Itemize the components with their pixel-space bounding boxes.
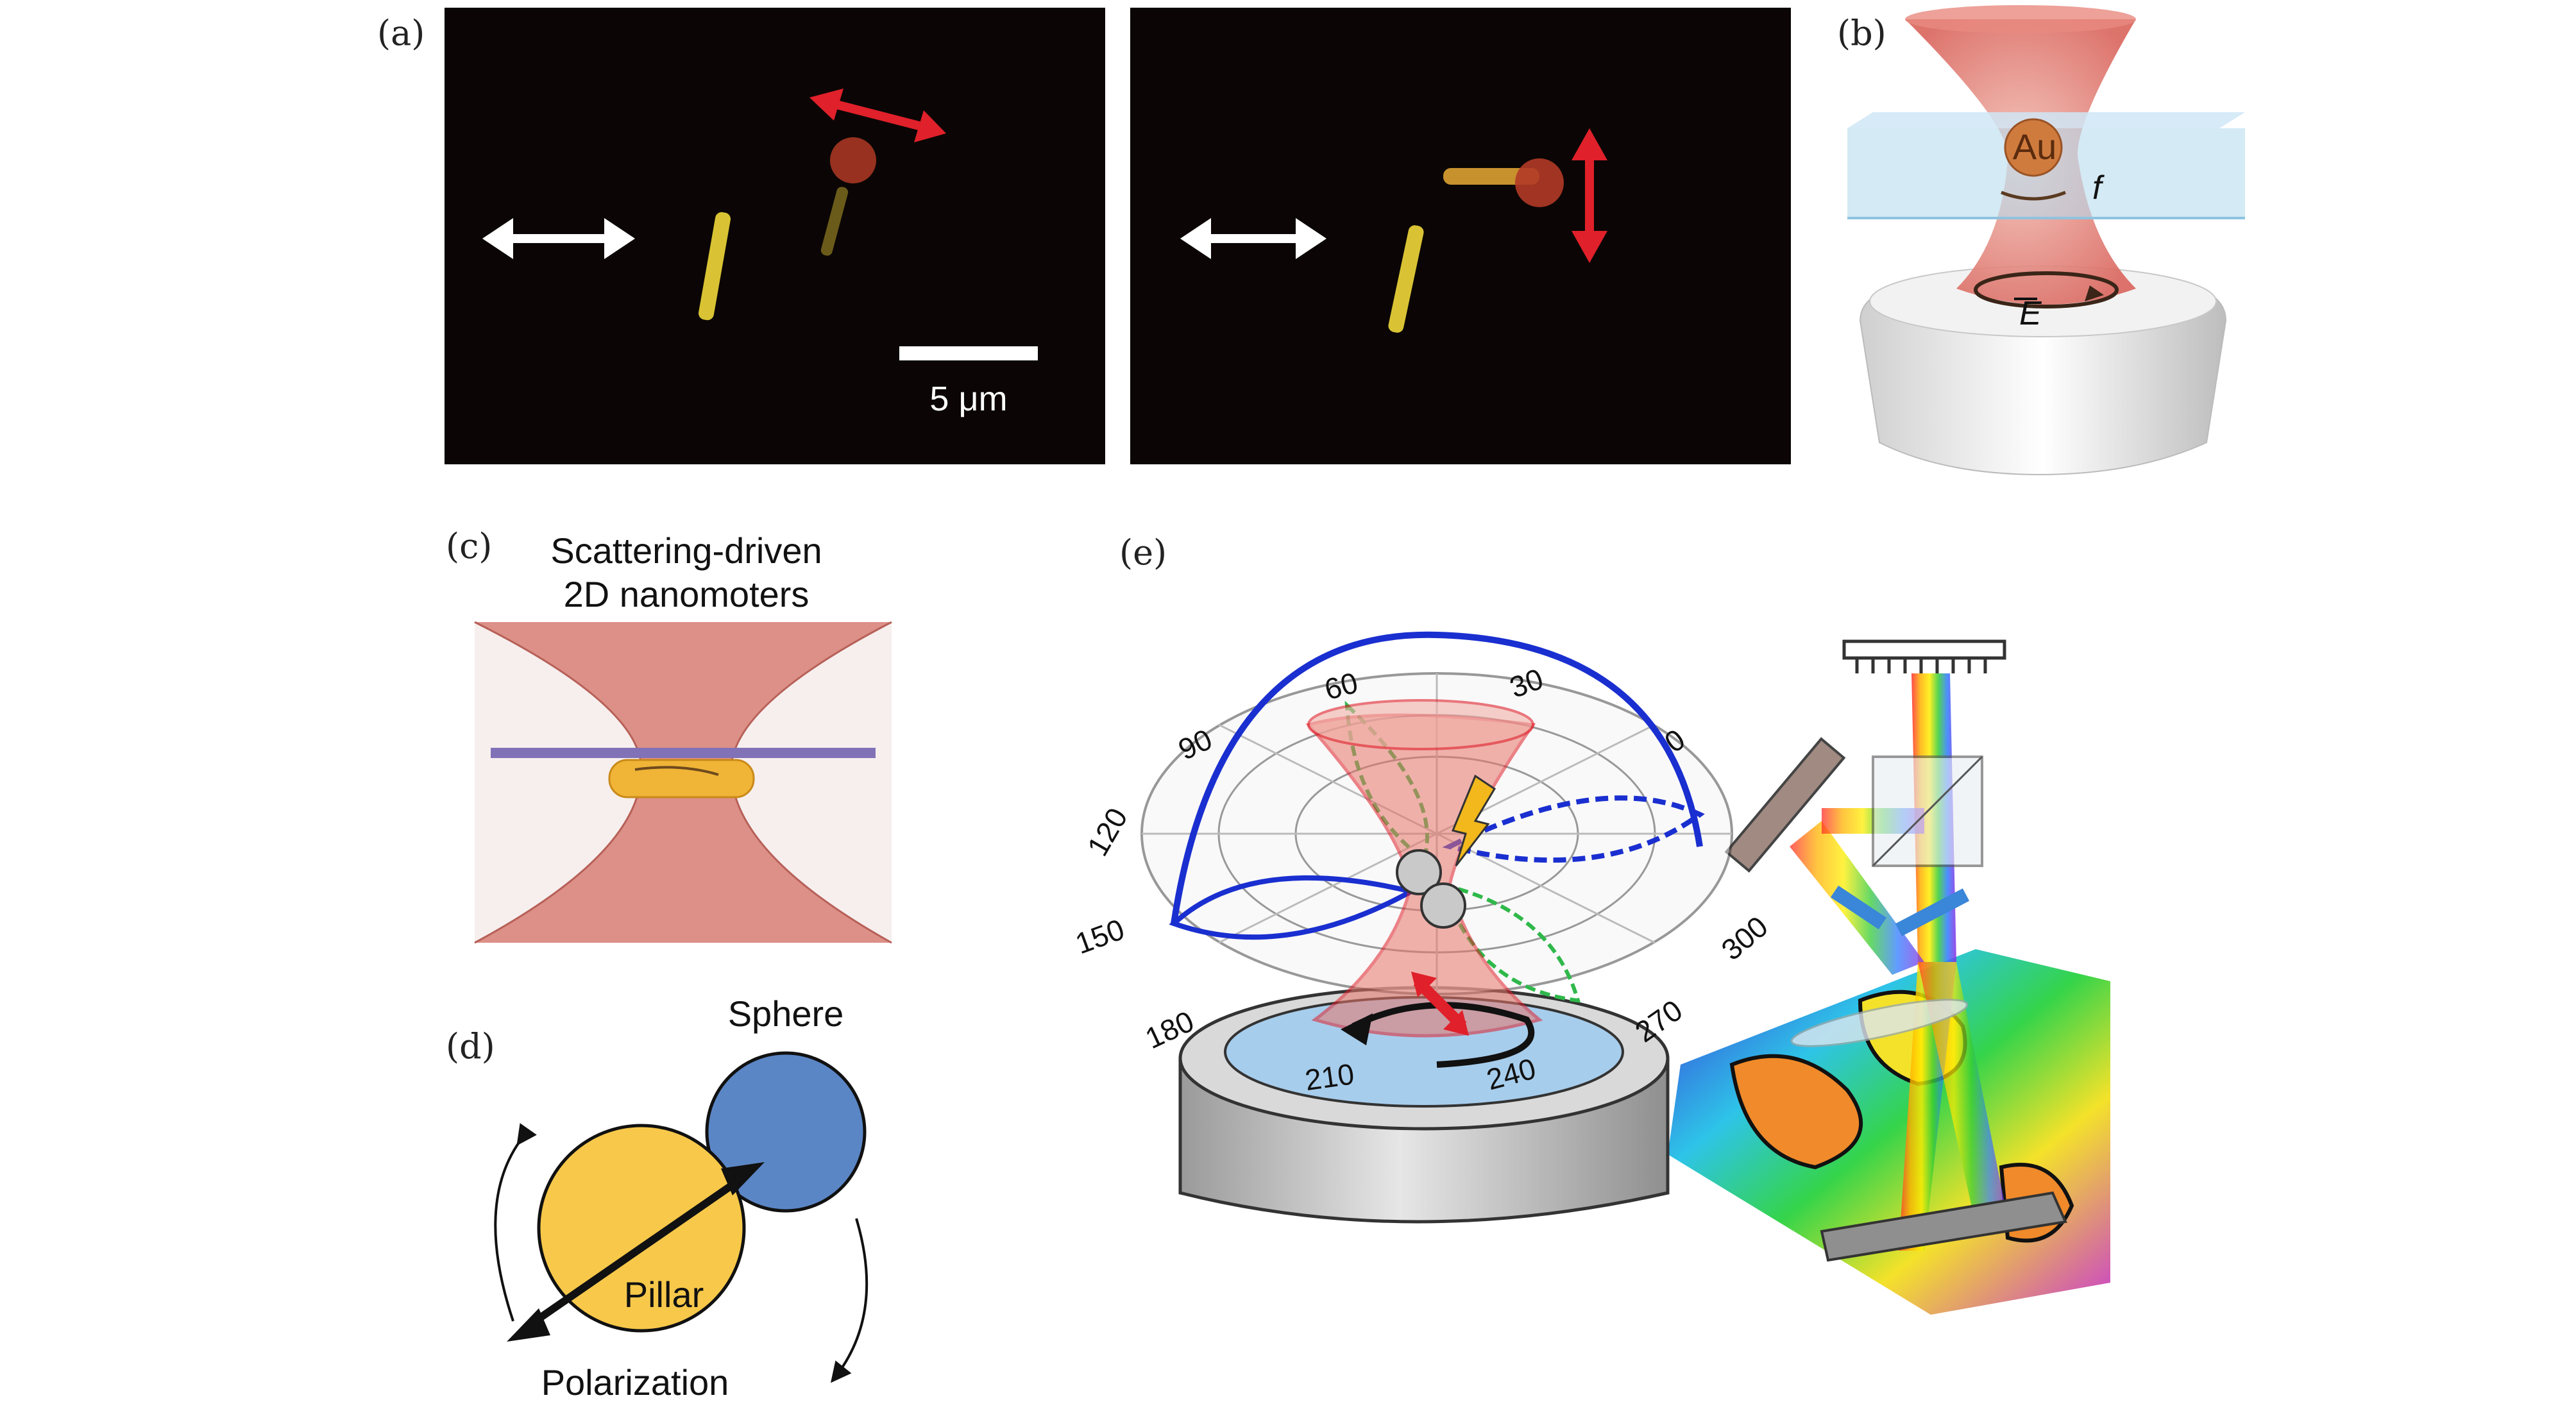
micrograph-right [1130,8,1791,464]
red-polarization-arrow-icon [809,89,946,142]
nanorod-bright-2 [1388,225,1424,333]
mirror [1724,737,1846,873]
field-rotation-icon [1974,271,2119,308]
blue-arrow-icon [1830,885,1970,936]
white-polarization-arrow-icon-2 [1180,218,1326,259]
force-label: f [2092,169,2105,207]
angle-label: 300 [1715,909,1774,966]
polarization-label: Polarization [541,1362,729,1403]
spectroscopy-setup: 0 30 60 90 120 150 180 210 240 270 300 [1071,631,2110,1315]
angle-label: 150 [1071,912,1129,960]
gold-particle [830,137,876,183]
au-label: Au [2013,126,2057,167]
nanomotor-schematic [474,621,892,944]
rotation-arrow-right-icon [831,1218,869,1383]
rotation-arrow-left-icon [494,1123,537,1322]
panel-label-b: (b) [1837,13,1886,53]
angle-label: 120 [1080,802,1133,861]
dimer-sphere-1 [1396,849,1442,895]
au-particle [2004,118,2063,177]
scale-bar [899,346,1038,360]
nanorod-motor [608,759,755,798]
panel-c-title-line2: 2D nanomoters [564,574,809,614]
gold-particle-2 [1515,158,1564,207]
panel-c-title-line1: Scattering-driven [550,530,822,571]
red-polarization-arrow-vertical-icon [1572,128,1607,263]
panel-label-a: (a) [377,13,425,53]
trap-schematic: Au f E [1847,5,2245,476]
lens [1790,999,1969,1047]
scale-bar-label: 5 μm [929,380,1007,418]
lightning-icon [1451,774,1496,866]
pillar-label: Pillar [624,1274,704,1315]
pillar-sphere-diagram: Sphere Pillar Polarization [494,993,869,1403]
panel-label-c: (c) [446,526,492,566]
panel-label-e: (e) [1119,532,1167,573]
polar-curve-arch [1171,631,1703,924]
nanorod-dim [820,187,849,256]
panel-label-d: (d) [446,1026,495,1067]
polar-lobe-right [1442,795,1705,863]
prism [1820,1191,2067,1262]
white-polarization-arrow-icon [482,218,635,259]
polarization-arrow-icon [507,1162,765,1342]
dimer-sphere-2 [1420,882,1466,929]
sphere-label: Sphere [728,993,844,1034]
rotation-arrow-small-icon [2001,190,2066,201]
nanorod-bright [699,212,731,321]
micrograph-left: 5 μm [445,8,1105,464]
grating [1842,639,2006,660]
angle-label: 210 [1303,1057,1356,1097]
rotation-arrow-e-icon [1352,1002,1535,1068]
field-label: E [2019,295,2042,332]
